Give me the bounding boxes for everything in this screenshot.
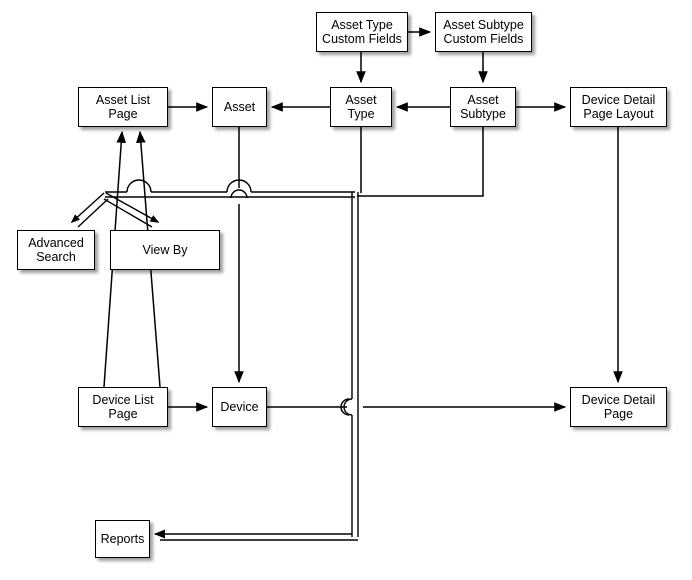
node-reports[interactable]: Reports	[95, 520, 150, 558]
node-asset-subtype[interactable]: Asset Subtype	[450, 87, 516, 127]
trunk-vert-hop	[343, 398, 353, 416]
edge-asset-subtype-trunk	[357, 127, 484, 197]
node-asset[interactable]: Asset	[212, 87, 267, 127]
trunk-hop-a	[126, 179, 152, 193]
trunk-branch-advanced-search-lower	[77, 198, 109, 228]
trunk-branch-view-by-lower	[103, 198, 153, 228]
node-asset-list-page[interactable]: Asset List Page	[78, 87, 168, 127]
node-asset-type[interactable]: Asset Type	[330, 87, 392, 127]
node-device-detail-page[interactable]: Device Detail Page	[570, 387, 667, 427]
node-advanced-search[interactable]: Advanced Search	[17, 230, 95, 270]
node-asset-type-custom-fields[interactable]: Asset Type Custom Fields	[316, 12, 408, 52]
trunk-hop-b	[226, 179, 252, 193]
hop-device-ddp-trunk	[340, 398, 350, 416]
node-device[interactable]: Device	[212, 387, 267, 427]
trunk-branch-advanced-search-upper	[70, 192, 105, 224]
trunk-branch-view-by-upper	[105, 192, 160, 223]
node-view-by[interactable]: View By	[110, 230, 220, 270]
node-device-detail-page-layout[interactable]: Device Detail Page Layout	[570, 87, 667, 127]
hop-asset-trunk	[230, 189, 248, 199]
node-asset-subtype-custom-fields[interactable]: Asset Subtype Custom Fields	[435, 12, 532, 52]
node-device-list-page[interactable]: Device List Page	[78, 387, 168, 427]
